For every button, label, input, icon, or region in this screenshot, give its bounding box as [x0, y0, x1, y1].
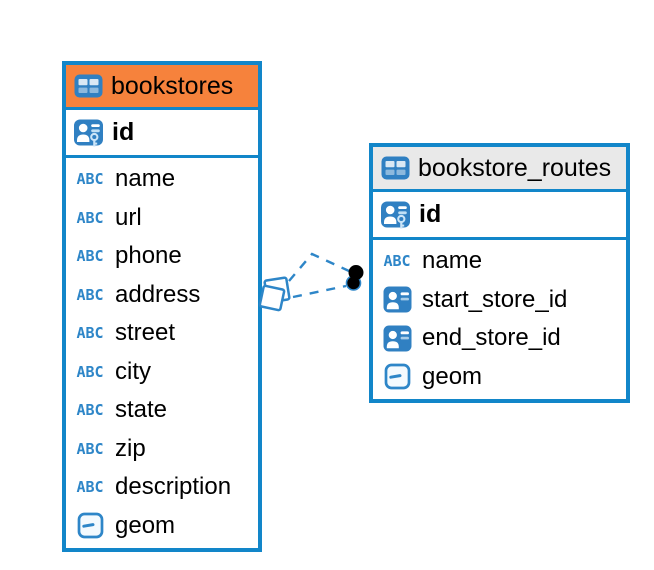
column-row-description[interactable]: ABC description [66, 468, 258, 507]
text-type-icon: ABC [73, 440, 107, 458]
column-name: zip [115, 434, 146, 462]
text-type-icon: ABC [73, 478, 107, 496]
column-row-street[interactable]: ABC street [66, 314, 258, 353]
column-name: name [422, 247, 483, 275]
column-name: name [115, 165, 176, 193]
column-name: street [115, 319, 176, 347]
text-type-icon: ABC [380, 252, 414, 270]
column-row-state[interactable]: ABC state [66, 391, 258, 430]
column-name: url [115, 203, 142, 231]
foreign-key-icon [380, 325, 414, 352]
text-type-glyph: ABC [76, 170, 104, 189]
table-header[interactable]: bookstore_routes [373, 147, 626, 192]
text-type-icon: ABC [73, 324, 107, 342]
one-end-dot-marker [345, 265, 364, 291]
column-row-name[interactable]: ABC name [373, 242, 626, 281]
column-row-start_store_id[interactable]: start_store_id [373, 280, 626, 319]
text-type-icon: ABC [73, 209, 107, 227]
table-icon [73, 74, 103, 98]
text-type-glyph: ABC [76, 285, 104, 304]
text-type-glyph: ABC [76, 324, 104, 343]
relationship-line-1 [288, 252, 350, 282]
primary-key-name: id [112, 118, 135, 146]
text-type-icon: ABC [73, 286, 107, 304]
table-title: bookstores [111, 71, 234, 100]
column-row-url[interactable]: ABC url [66, 198, 258, 237]
column-name: description [115, 473, 232, 501]
column-name: address [115, 280, 201, 308]
many-end-diamond-marker [258, 276, 291, 312]
text-type-icon: ABC [73, 363, 107, 381]
table-icon [380, 156, 410, 180]
text-type-glyph: ABC [76, 247, 104, 266]
primary-key-row[interactable]: id [66, 110, 258, 158]
text-type-icon: ABC [73, 247, 107, 265]
primary-key-icon [72, 117, 104, 148]
text-type-glyph: ABC [76, 478, 104, 497]
entity-table-bookstore-routes[interactable]: bookstore_routes id ABC name start_store_… [369, 143, 630, 403]
relationship-line-2 [292, 284, 347, 299]
text-type-glyph: ABC [383, 252, 411, 271]
column-name: geom [422, 362, 483, 390]
column-list: ABC name start_store_id end_store_id geom [373, 240, 626, 399]
geometry-type-icon [380, 363, 414, 390]
column-name: city [115, 357, 151, 385]
column-row-zip[interactable]: ABC zip [66, 429, 258, 468]
text-type-glyph: ABC [76, 362, 104, 381]
primary-key-name: id [419, 200, 442, 228]
text-type-glyph: ABC [76, 208, 104, 227]
column-name: start_store_id [422, 285, 568, 313]
column-row-name[interactable]: ABC name [66, 160, 258, 199]
column-row-city[interactable]: ABC city [66, 352, 258, 391]
text-type-glyph: ABC [76, 401, 104, 420]
geometry-type-icon [73, 512, 107, 539]
table-header[interactable]: bookstores [66, 65, 258, 110]
column-row-geom[interactable]: geom [66, 506, 258, 545]
primary-key-row[interactable]: id [373, 192, 626, 240]
column-row-end_store_id[interactable]: end_store_id [373, 319, 626, 358]
column-name: phone [115, 242, 182, 270]
foreign-key-icon [380, 286, 414, 313]
column-row-phone[interactable]: ABC phone [66, 237, 258, 276]
column-name: end_store_id [422, 324, 561, 352]
table-title: bookstore_routes [418, 153, 612, 182]
text-type-icon: ABC [73, 170, 107, 188]
column-name: state [115, 396, 168, 424]
column-row-geom[interactable]: geom [373, 357, 626, 396]
text-type-icon: ABC [73, 401, 107, 419]
column-row-address[interactable]: ABC address [66, 275, 258, 314]
text-type-glyph: ABC [76, 439, 104, 458]
primary-key-icon [379, 199, 411, 230]
column-name: geom [115, 511, 176, 539]
